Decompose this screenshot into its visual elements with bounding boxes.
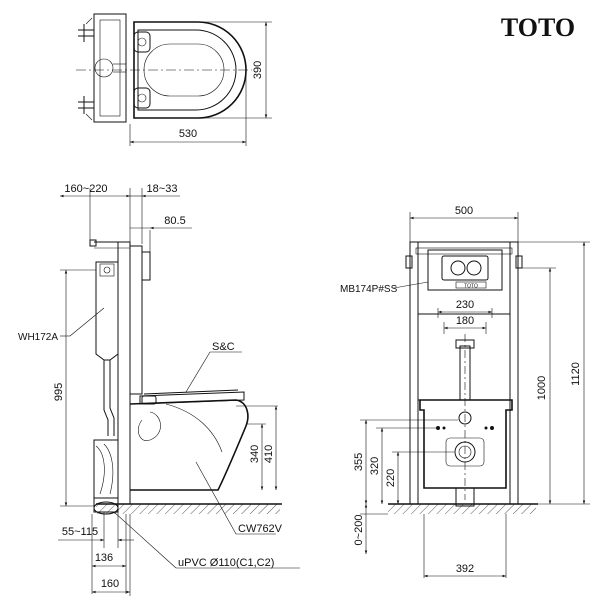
flush-button-large bbox=[466, 260, 482, 276]
frame-depth-label: 160 bbox=[101, 578, 119, 590]
cistern-tank bbox=[95, 261, 119, 361]
panel-height-label: 1000 bbox=[536, 376, 548, 400]
bowl-front-outline bbox=[419, 399, 513, 489]
plate-brand-label: TOTO bbox=[464, 284, 478, 290]
frame-height-label: 1120 bbox=[570, 362, 582, 386]
flush-plate bbox=[427, 249, 503, 291]
outlet-offset-label: 136 bbox=[95, 552, 113, 564]
bowl-side-outline bbox=[129, 399, 249, 491]
top-view: 530 390 bbox=[76, 13, 272, 146]
toto-logo: TOTO bbox=[501, 13, 575, 42]
flush-button-small bbox=[450, 260, 466, 276]
pan-height-label: 340 bbox=[249, 445, 261, 463]
top-depth-label: 390 bbox=[252, 61, 264, 79]
side-view: 160~220 18~33 80.5 WH172A bbox=[18, 183, 300, 596]
frame-width-label: 500 bbox=[455, 205, 473, 217]
install-depth-label: 160~220 bbox=[64, 183, 107, 195]
foot-width-label: 392 bbox=[456, 563, 474, 575]
bolt-inner-label: 180 bbox=[456, 315, 474, 327]
rim-height-label: 410 bbox=[263, 445, 275, 463]
floor-hatch-front bbox=[388, 504, 536, 514]
drain-pipe-label: uPVC Ø110(C1,C2) bbox=[178, 557, 274, 569]
tank-height-label: 995 bbox=[53, 383, 65, 401]
seat-label: S&C bbox=[212, 341, 235, 353]
floor-hatch bbox=[96, 504, 280, 514]
panel-depth-label: 18~33 bbox=[147, 183, 178, 195]
bolt-outer-label: 230 bbox=[456, 299, 474, 311]
pipe-offset-label: 80.5 bbox=[164, 215, 185, 227]
floor-range-label: 0~200 bbox=[353, 515, 365, 546]
floor-gap-label: 55~115 bbox=[62, 526, 98, 538]
inlet-height-label: 355 bbox=[353, 453, 365, 471]
bowl-label: CW762V bbox=[238, 523, 283, 535]
cistern-label: WH172A bbox=[18, 332, 58, 343]
bolt-height-label: 320 bbox=[369, 457, 381, 475]
front-view: 500 TOTO MB174P#SS 230 180 bbox=[340, 205, 590, 578]
top-width-label: 530 bbox=[179, 128, 197, 140]
flush-plate-label: MB174P#SS bbox=[340, 284, 398, 295]
drain-height-label: 220 bbox=[385, 469, 397, 487]
